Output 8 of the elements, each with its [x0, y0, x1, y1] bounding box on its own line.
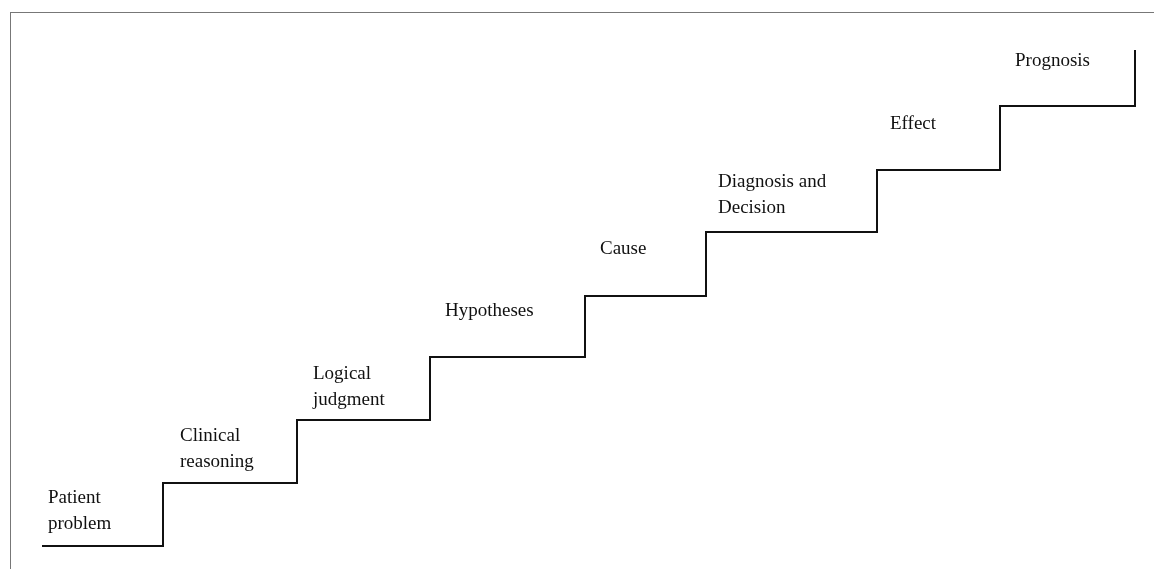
- step-label: Logical judgment: [313, 361, 386, 411]
- step-label: Hypotheses: [445, 298, 535, 322]
- step-label: Patient problem: [48, 485, 113, 535]
- step-label: Clinical reasoning: [180, 423, 255, 473]
- step-label: Cause: [600, 236, 648, 260]
- step-label: Diagnosis and Decision: [718, 169, 828, 219]
- step-label: Effect: [890, 111, 938, 135]
- step-label: Prognosis: [1015, 48, 1091, 72]
